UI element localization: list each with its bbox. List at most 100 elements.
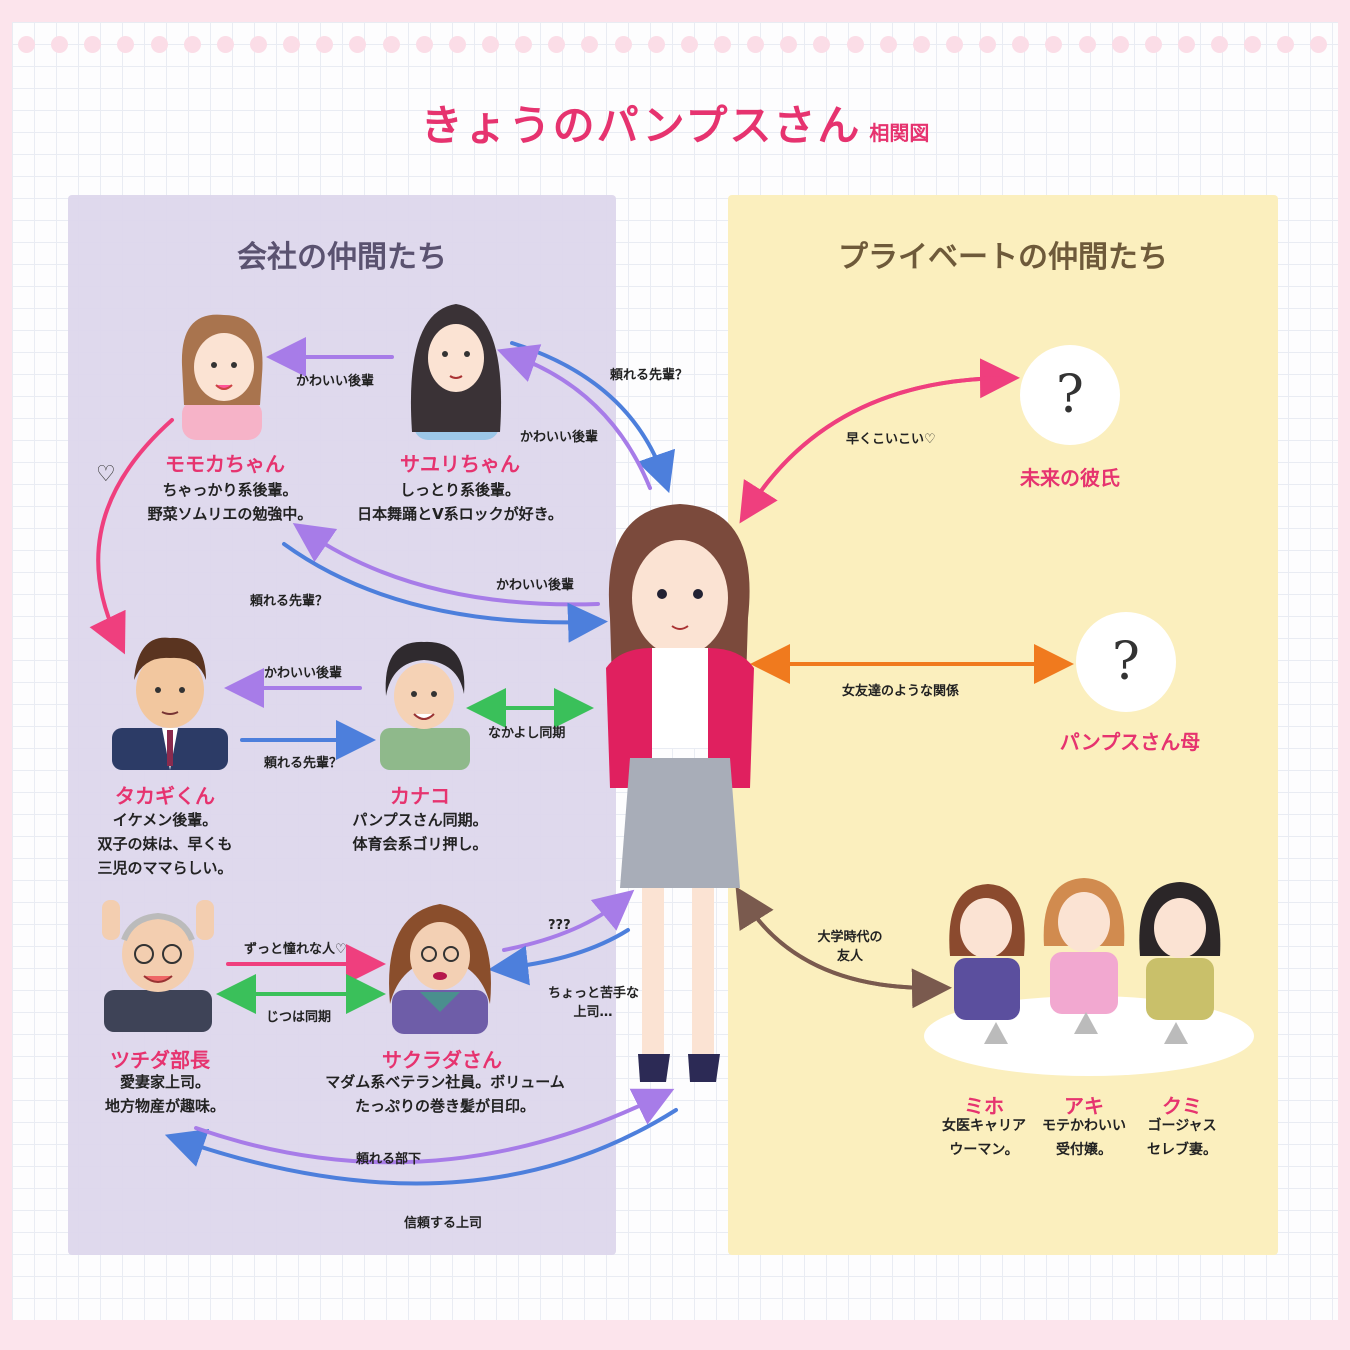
decorative-dot — [846, 36, 864, 53]
decorative-dot — [945, 36, 963, 53]
decorative-dot — [84, 36, 102, 53]
decorative-dot — [912, 36, 930, 53]
decorative-dot — [747, 36, 765, 53]
momoka-desc: ちゃっかり系後輩。野菜ソムリエの勉強中。 — [147, 481, 313, 523]
diagram-title: きょうのパンプスさん相関図 — [0, 92, 1350, 153]
decorative-dot — [979, 36, 997, 53]
label-boyfriend: 早くこいこい♡ — [846, 432, 936, 447]
decorative-dot — [382, 36, 400, 53]
aki-desc: モテかわいい受付嬢。 — [1042, 1118, 1126, 1158]
sakurada-name: サクラダさん — [382, 1048, 502, 1072]
arrow-momoka-main — [282, 542, 608, 643]
decorative-dot — [183, 36, 201, 53]
arrow-main-momoka — [292, 522, 600, 607]
decorative-dot — [1144, 36, 1162, 53]
decorative-dot — [813, 36, 831, 53]
arrow-momoka-takagi — [89, 418, 174, 655]
kanako-portrait — [380, 641, 470, 770]
arrow-friends-main — [735, 886, 938, 991]
decorative-dot — [1177, 36, 1195, 53]
label-sayuri-main: 頼れる先輩？ — [610, 368, 689, 383]
decorative-dot — [18, 36, 35, 53]
tsuchida-portrait — [102, 900, 214, 1032]
miho-name: ミホ — [964, 1094, 1004, 1118]
label-main-momoka: かわいい後輩 — [496, 578, 575, 593]
label-kanako-takagi: かわいい後輩 — [264, 666, 343, 681]
boyfriend-name: 未来の彼氏 — [1020, 466, 1120, 490]
label-sakurada-tsuchida: じつは同期 — [266, 1010, 332, 1025]
decorative-dot — [415, 36, 433, 53]
main-character-pumps-san — [606, 504, 754, 1082]
sakurada-desc: マダム系ベテラン社員。ボリュームたっぷりの巻き髪が目印。 — [325, 1073, 565, 1115]
decorative-dot — [680, 36, 698, 53]
private-panel-title: プライベートの仲間たち — [838, 240, 1168, 275]
kumi-desc: ゴージャスセレブ妻。 — [1147, 1118, 1217, 1158]
decorative-dot — [448, 36, 466, 53]
kanako-name: カナコ — [390, 784, 450, 808]
label-main-sayuri: かわいい後輩 — [520, 430, 599, 445]
decorative-dot — [515, 36, 533, 53]
label-main-sakurada: ちょっと苦手な上司… — [548, 986, 640, 1020]
sayuri-desc: しっとり系後輩。日本舞踊とV系ロックが好き。 — [357, 481, 563, 523]
decorative-dot — [216, 36, 234, 53]
takagi-desc: イケメン後輩。双子の妹は、早くも三児のママらしい。 — [97, 811, 233, 877]
label-mother: 女友達のような関係 — [842, 684, 960, 699]
label-kanako-main: なかよし同期 — [488, 726, 566, 741]
arrow-tsuchida-main — [194, 1088, 675, 1165]
label-tsuchida-sakurada: ずっと憧れな人♡ — [244, 942, 347, 957]
decorative-dot — [150, 36, 168, 53]
decorative-dot — [1111, 36, 1129, 53]
label-tsuchida-main: 信頼する上司 — [404, 1216, 483, 1231]
label-sayuri-momoka: かわいい後輩 — [296, 374, 375, 389]
unknown-mother-icon: ? — [1076, 612, 1176, 712]
kanako-desc: パンプスさん同期。体育会系ゴリ押し。 — [352, 811, 488, 853]
decorative-dot — [316, 36, 334, 53]
tsuchida-desc: 愛妻家上司。地方物産が趣味。 — [104, 1073, 225, 1115]
decorative-dot — [283, 36, 301, 53]
decorative-dot — [1277, 36, 1295, 53]
mother-name: パンプスさん母 — [1059, 730, 1201, 754]
sakurada-portrait — [389, 904, 491, 1034]
heart-icon: ♡ — [96, 462, 116, 487]
arrow-main-sakurada — [488, 928, 630, 986]
momoka-name: モモカちゃん — [165, 452, 285, 476]
decorative-dot — [481, 36, 499, 53]
takagi-portrait — [112, 637, 228, 770]
label-main-tsuchida: 頼れる部下 — [356, 1152, 422, 1167]
label-momoka-main: 頼れる先輩？ — [250, 594, 329, 609]
company-panel-title: 会社の仲間たち — [237, 240, 447, 275]
label-sakurada-main: ??? — [548, 918, 571, 933]
decorative-dot — [647, 36, 665, 53]
decorative-dot — [1012, 36, 1030, 53]
decorative-dot — [780, 36, 798, 53]
arrow-boyfriend-main — [739, 376, 1006, 524]
decorative-dot-border — [18, 36, 1328, 56]
miho-desc: 女医キャリアウーマン。 — [942, 1118, 1026, 1158]
arrow-main-sayuri — [496, 344, 652, 490]
decorative-dot — [349, 36, 367, 53]
tsuchida-name: ツチダ部長 — [110, 1048, 210, 1072]
takagi-name: タカギくん — [115, 784, 215, 808]
decorative-dot — [1310, 36, 1328, 53]
decorative-dot — [51, 36, 69, 53]
friends-illustration — [924, 878, 1254, 1076]
sayuri-portrait — [410, 304, 502, 440]
decorative-dot — [1211, 36, 1229, 53]
arrow-main-tsuchida — [164, 1108, 678, 1186]
decorative-dot — [713, 36, 731, 53]
title-sub: 相関図 — [869, 121, 930, 145]
momoka-portrait — [181, 314, 263, 440]
label-takagi-kanako: 頼れる先輩？ — [264, 756, 343, 771]
unknown-boyfriend-icon: ? — [1020, 345, 1120, 445]
aki-name: アキ — [1064, 1094, 1104, 1118]
kumi-name: クミ — [1162, 1094, 1202, 1118]
decorative-dot — [614, 36, 632, 53]
decorative-dot — [879, 36, 897, 53]
title-main: きょうのパンプスさん — [420, 101, 862, 150]
decorative-dot — [249, 36, 267, 53]
decorative-dot — [117, 36, 135, 53]
sayuri-name: サユリちゃん — [400, 452, 520, 476]
decorative-dot — [581, 36, 599, 53]
decorative-dot — [1244, 36, 1262, 53]
